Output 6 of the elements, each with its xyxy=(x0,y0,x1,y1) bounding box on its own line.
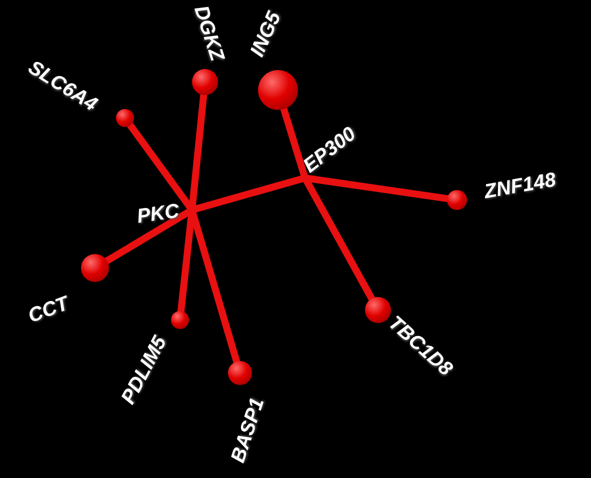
gene-label: CCT xyxy=(24,292,72,328)
gene-label: PKC xyxy=(136,200,181,228)
gene-label: ING5 xyxy=(246,8,286,60)
gene-label: BASP1 xyxy=(226,394,270,466)
gene-label: ZNF148 xyxy=(482,168,558,204)
gene-label: DGKZ xyxy=(188,2,228,64)
